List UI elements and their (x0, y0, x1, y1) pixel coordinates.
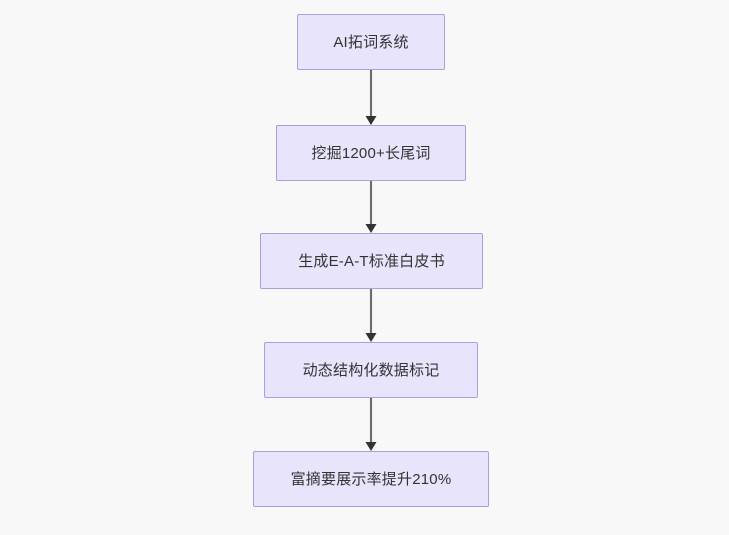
flowchart-node-generate-eat-whitepaper[interactable]: 生成E-A-T标准白皮书 (260, 233, 483, 289)
arrowhead-icon (365, 333, 377, 342)
arrowhead-icon (365, 224, 377, 233)
flowchart-node-mine-longtail-keywords[interactable]: 挖掘1200+长尾词 (276, 125, 466, 181)
node-label: 动态结构化数据标记 (302, 361, 440, 379)
node-label: AI拓词系统 (333, 33, 409, 51)
node-label: 挖掘1200+长尾词 (311, 144, 431, 162)
arrowhead-icon (365, 442, 377, 451)
flowchart-node-dynamic-structured-data-markup[interactable]: 动态结构化数据标记 (264, 342, 478, 398)
node-label: 生成E-A-T标准白皮书 (298, 252, 445, 270)
flowchart-node-rich-snippet-impression-uplift[interactable]: 富摘要展示率提升210% (253, 451, 489, 507)
arrowhead-icon (365, 116, 377, 125)
flowchart-node-ai-keyword-system[interactable]: AI拓词系统 (297, 14, 445, 70)
node-label: 富摘要展示率提升210% (290, 470, 452, 488)
